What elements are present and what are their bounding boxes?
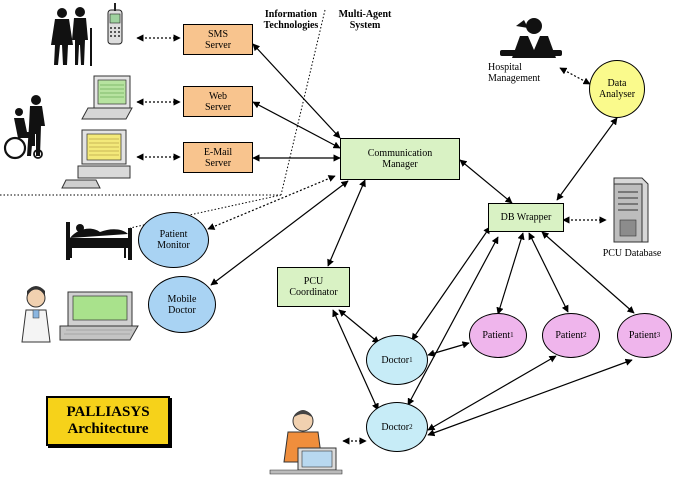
pcu-coordinator-node: PCU Coordinator	[277, 267, 350, 307]
data-analyser-node: Data Analyser	[589, 60, 645, 118]
doctor-1-label: Doctor	[381, 354, 410, 366]
doctor-computer-icon	[269, 410, 343, 475]
database-server-icon	[613, 177, 649, 243]
hospital-manager-icon	[500, 18, 562, 58]
palliasys-architecture-title: PALLIASYS Architecture	[46, 396, 170, 446]
wheelchair-icon	[3, 95, 45, 160]
email-server-node: E-Mail Server	[183, 142, 253, 173]
mobile-phone-icon	[107, 3, 123, 45]
db-wrapper-node: DB Wrapper	[488, 203, 564, 232]
patient-2-label: Patient	[555, 330, 584, 341]
multi-agent-system-label: Multi-Agent System	[338, 9, 392, 31]
patient-3-index: 3	[656, 331, 661, 339]
solid-links	[210, 43, 635, 437]
mobile-doctor-node: Mobile Doctor	[148, 276, 216, 333]
patient-1-index: 1	[510, 331, 514, 339]
communication-manager-node: Communication Manager	[340, 138, 460, 180]
patient-2-index: 2	[583, 331, 587, 339]
patient-3-label: Patient	[628, 330, 657, 341]
hospital-management-label: Hospital Management	[488, 62, 541, 84]
desktop-computer-icon	[61, 129, 131, 189]
patient-bed-icon	[66, 222, 132, 260]
patient-monitor-node: Patient Monitor	[138, 212, 209, 268]
doctor-2-index: 2	[409, 422, 413, 431]
patient-1-label: Patient	[482, 330, 511, 341]
elderly-couple-icon	[51, 7, 92, 66]
laptop-icon	[81, 75, 133, 120]
information-technologies-label: Information Technologies	[263, 9, 319, 31]
sms-server-node: SMS Server	[183, 24, 253, 55]
region-divider	[0, 9, 326, 229]
doctor-2-label: Doctor	[381, 421, 410, 433]
doctor-1-index: 1	[409, 355, 413, 364]
doctor-laptop-icon	[21, 286, 139, 343]
pcu-database-label: PCU Database	[602, 248, 662, 259]
web-server-node: Web Server	[183, 86, 253, 117]
